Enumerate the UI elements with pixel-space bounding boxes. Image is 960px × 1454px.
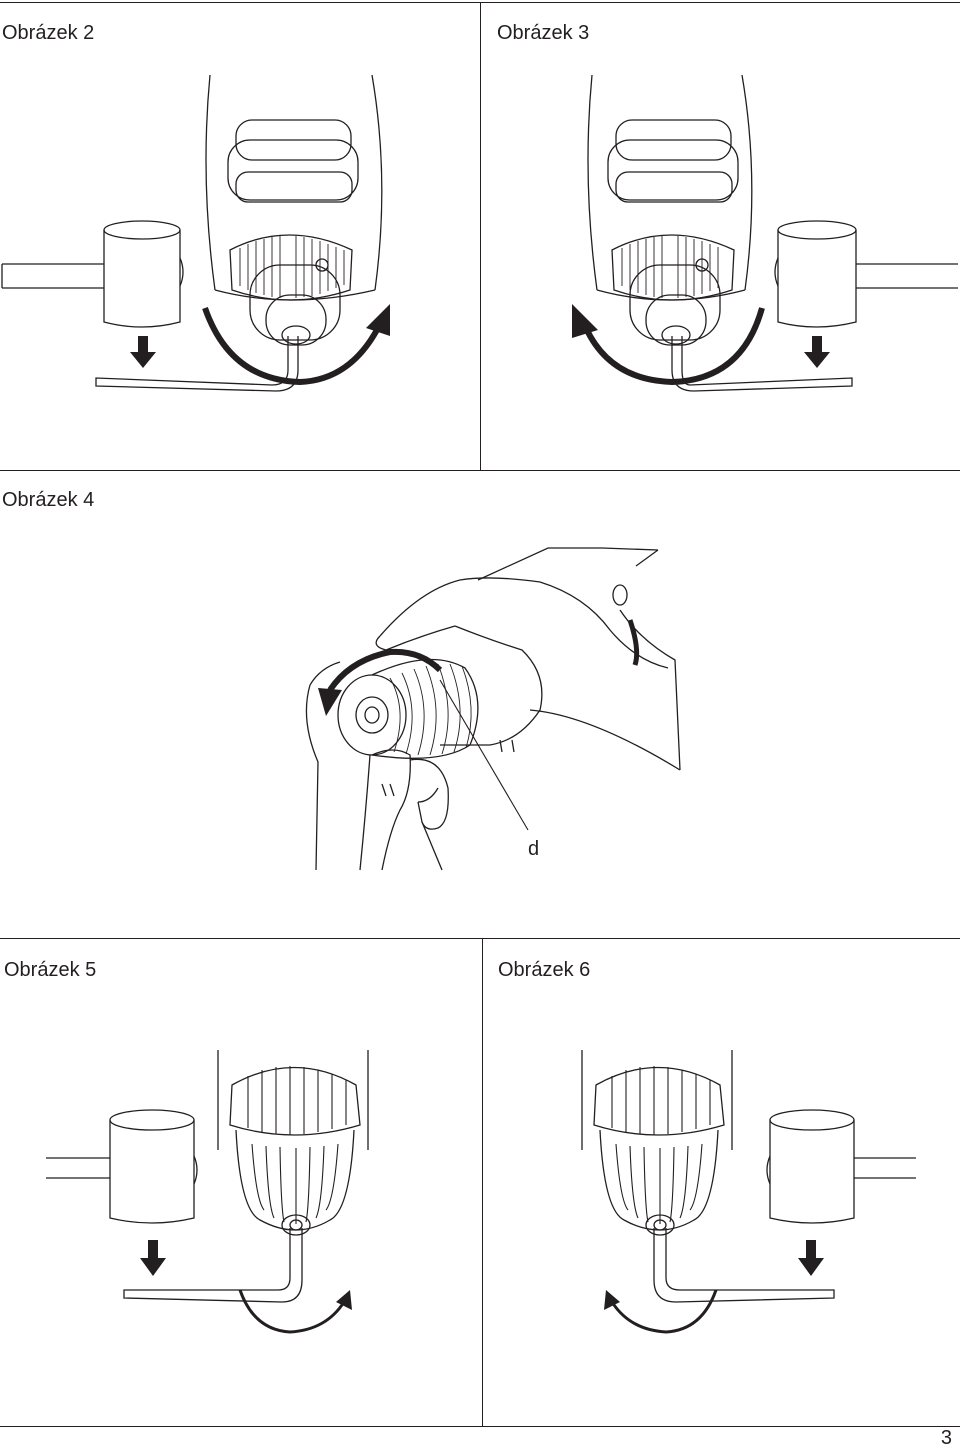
bottom-rule xyxy=(0,1426,960,1427)
divider-bottom xyxy=(482,938,483,1426)
figure-6-caption: Obrázek 6 xyxy=(498,959,591,981)
rule-above-fig5 xyxy=(0,938,960,939)
figure-3-drawing xyxy=(480,60,960,400)
figure-5-caption: Obrázek 5 xyxy=(4,959,97,981)
rule-above-fig4 xyxy=(0,470,960,471)
divider-top xyxy=(480,2,481,470)
figure-4-drawing xyxy=(290,540,700,880)
figure-5-drawing xyxy=(0,1040,480,1380)
figure-4-callout-label: d xyxy=(528,838,540,860)
figure-6-drawing xyxy=(482,1040,960,1380)
figure-2-drawing xyxy=(0,60,480,400)
figure-4-caption: Obrázek 4 xyxy=(2,489,95,511)
figure-3-caption: Obrázek 3 xyxy=(497,22,590,44)
figure-2-caption: Obrázek 2 xyxy=(2,22,95,44)
page-number: 3 xyxy=(940,1427,952,1449)
